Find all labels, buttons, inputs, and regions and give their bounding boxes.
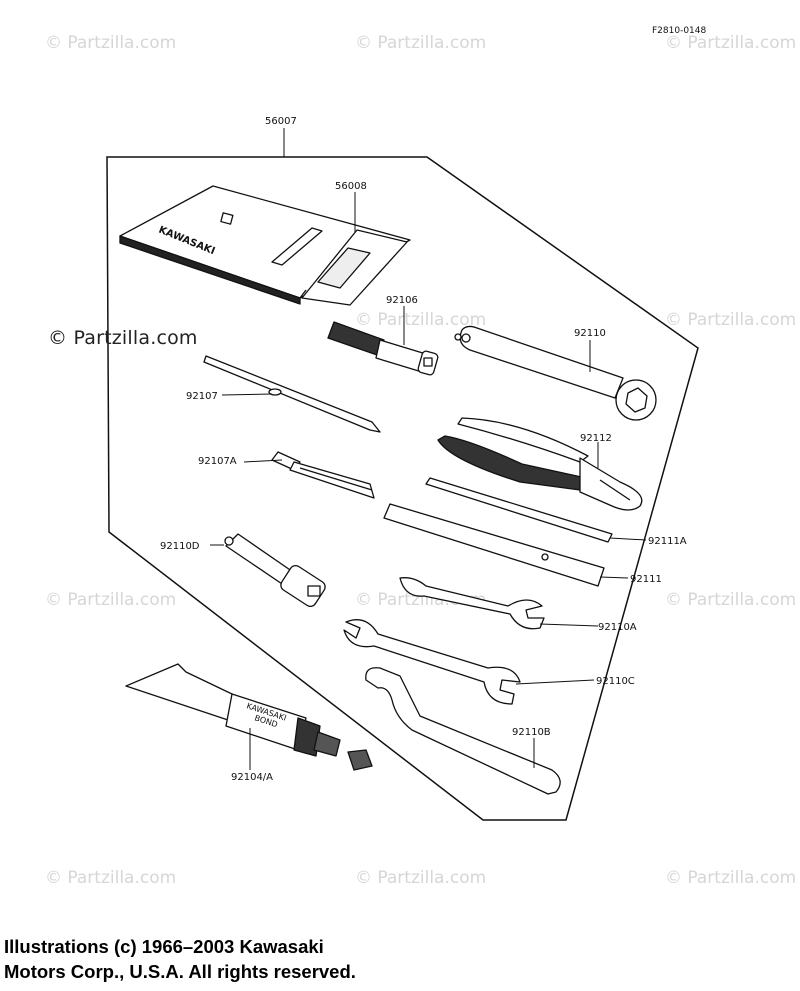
watermark: © Partzilla.com [665,868,796,888]
label-56007[interactable]: 56007 [265,116,297,127]
watermark: © Partzilla.com [355,310,486,330]
tool-92104a-bond-tube[interactable]: KAWASAKI BOND [125,663,373,771]
tool-92110c-wrench[interactable] [343,619,521,705]
watermark: © Partzilla.com [45,33,176,53]
copyright-footer: Illustrations (c) 1966–2003 Kawasaki Mot… [4,934,564,984]
label-92110b[interactable]: 92110B [512,727,551,738]
label-92107[interactable]: 92107 [186,391,218,402]
watermark: © Partzilla.com [665,33,796,53]
label-92106[interactable]: 92106 [386,295,418,306]
watermark-brand: © Partzilla.com [48,327,198,349]
watermark-grid: © Partzilla.com © Partzilla.com © Partzi… [45,33,796,888]
tool-92106-handle[interactable] [327,321,439,376]
tool-pouch[interactable]: KAWASAKI [119,185,411,306]
tool-92107-screwdriver[interactable] [203,355,381,433]
tool-92110a-wrench[interactable] [399,577,545,630]
label-92107a[interactable]: 92107A [198,456,237,467]
label-92110a[interactable]: 92110A [598,622,637,633]
label-92110c[interactable]: 92110C [596,676,635,687]
label-92111[interactable]: 92111 [630,574,662,585]
tool-92107a-screwdriver[interactable] [271,451,375,499]
label-92112[interactable]: 92112 [580,433,612,444]
watermark: © Partzilla.com [665,590,796,610]
tool-92110d-box-spanner[interactable] [224,533,327,609]
footer-line-2: Motors Corp., U.S.A. All rights reserved… [4,961,356,982]
watermark: © Partzilla.com [355,33,486,53]
tool-92111a-bar[interactable] [425,477,613,543]
leader-lines [210,128,647,770]
part-labels: 56007 56008 92106 92110 92107 92112 9210… [160,116,687,783]
figure-id: F2810-0148 [652,26,707,36]
tool-92111-flat-bar[interactable] [383,503,605,587]
watermark: © Partzilla.com [355,868,486,888]
label-92104a[interactable]: 92104/A [231,772,273,783]
tool-92110-ring-wrench[interactable] [454,325,657,421]
tool-kit-outline [106,156,699,821]
label-92110[interactable]: 92110 [574,328,606,339]
footer-line-1: Illustrations (c) 1966–2003 Kawasaki [4,936,324,957]
label-92111a[interactable]: 92111A [648,536,687,547]
watermark-brand-text: Partzilla.com [73,327,198,349]
label-92110d[interactable]: 92110D [160,541,200,552]
watermark: © Partzilla.com [45,590,176,610]
tool-92110b-hook-spanner[interactable] [365,667,561,795]
label-56008[interactable]: 56008 [335,181,367,192]
tool-92112-pliers[interactable] [437,417,643,511]
watermark: © Partzilla.com [45,868,176,888]
copyright-icon: © [48,327,68,349]
watermark: © Partzilla.com [665,310,796,330]
